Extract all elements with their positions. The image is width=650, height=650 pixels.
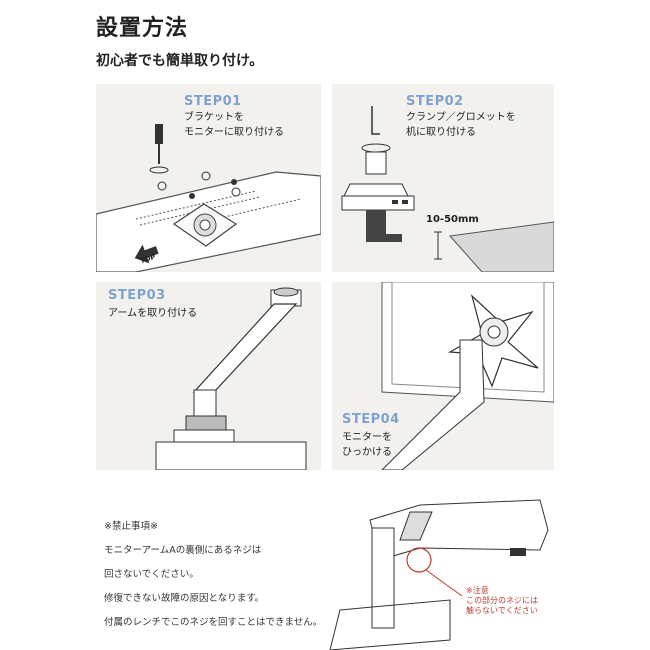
step04-description: モニターを ひっかける [342,432,392,458]
page-subtitle: 初心者でも簡単取り付け。 [96,53,264,69]
warning-line: 修復できない故障の原因となります。 [104,593,265,604]
monitor-bracket-illustration [96,124,321,272]
step02-panel: STEP02 クランプ／グロメットを 机に取り付ける 10-50mm [332,84,554,272]
step04-label: STEP04 [342,412,400,427]
step01-panel: STEP01 ブラケットを モニターに取り付ける TOP [96,84,321,272]
warning-line: 付属のレンチでこのネジを回すことはできません。 [104,617,323,628]
desk-clamp-illustration [341,106,554,272]
warning-callout: ※注意 この部分のネジには 触らないでください [466,586,538,615]
warning-block: ※禁止事項※ モニターアームAの裏側にあるネジは 回さないでください。 修復でき… [104,518,322,638]
thickness-range-label: 10-50mm [426,214,479,225]
warning-line: 回さないでください。 [104,569,199,580]
page-title: 設置方法 [96,16,189,41]
step03-label: STEP03 [108,288,166,303]
step03-panel: STEP03 アームを取り付ける [96,282,321,470]
step04-panel: STEP04 モニターを ひっかける [332,282,554,470]
step03-description: アームを取り付ける [108,308,198,319]
step01-label: STEP01 [184,94,242,109]
step02-description: クランプ／グロメットを 机に取り付ける [406,112,516,138]
warning-heading: ※禁止事項※ [104,521,158,532]
warning-line: モニターアームAの裏側にあるネジは [104,545,262,556]
arm-attach-illustration [155,287,307,470]
monitor-hook-illustration [381,282,554,470]
step02-label: STEP02 [406,94,464,109]
step01-description: ブラケットを モニターに取り付ける [184,112,284,138]
